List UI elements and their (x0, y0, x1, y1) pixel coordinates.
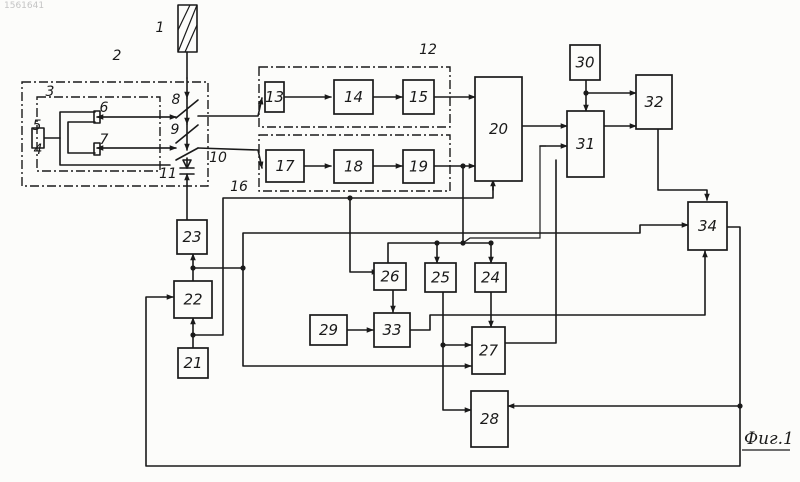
block-22: 22 (174, 281, 212, 318)
block-25: 25 (425, 263, 456, 292)
reference-numeral-2: 2 (113, 48, 122, 64)
reference-numeral-5: 5 (33, 118, 42, 134)
block-24-label: 24 (481, 269, 500, 287)
reference-numeral-9: 9 (171, 122, 180, 138)
reference-numeral-10: 10 (209, 150, 227, 166)
block-29: 29 (310, 315, 347, 345)
reference-numeral-4: 4 (34, 142, 43, 158)
reference-numeral-1: 1 (156, 20, 165, 36)
block-14: 14 (334, 80, 373, 114)
source-1 (178, 5, 197, 52)
block-21: 21 (178, 348, 208, 378)
block-30: 30 (570, 45, 600, 80)
block-32: 32 (636, 75, 672, 129)
reference-numeral-12: 12 (419, 42, 437, 58)
block-17-label: 17 (275, 157, 295, 175)
reference-numeral-7: 7 (100, 132, 109, 148)
block-33-label: 33 (382, 321, 401, 339)
block-28-label: 28 (480, 410, 499, 428)
block-34: 34 (688, 202, 727, 250)
block-23: 23 (177, 220, 207, 254)
document-number: 1561641 (4, 1, 44, 11)
block-20-label: 20 (489, 120, 508, 138)
block-27: 27 (472, 327, 505, 374)
block-19: 19 (403, 150, 434, 183)
reference-numeral-11: 11 (159, 166, 177, 182)
block-23-label: 23 (182, 228, 201, 246)
block-31: 31 (567, 111, 604, 177)
reference-numeral-3: 3 (46, 84, 55, 100)
enclosure-3 (37, 97, 160, 171)
block-24: 24 (475, 263, 506, 292)
block-26-label: 26 (380, 268, 399, 286)
block-19-label: 19 (409, 158, 428, 176)
reference-numeral-6: 6 (100, 100, 109, 116)
reference-numeral-16: 16 (230, 179, 248, 195)
block-15-label: 15 (409, 88, 428, 106)
block-22-label: 22 (183, 291, 202, 309)
block-26: 26 (374, 263, 406, 290)
block-31-label: 31 (576, 135, 595, 153)
block-18: 18 (334, 150, 373, 183)
block-30-label: 30 (575, 54, 594, 72)
block-28: 28 (471, 391, 508, 447)
block-34-label: 34 (698, 217, 717, 235)
reference-numeral-8: 8 (172, 92, 181, 108)
figure-caption: Фиг.1 (744, 429, 794, 449)
block-15: 15 (403, 80, 434, 114)
block-32-label: 32 (644, 93, 663, 111)
block-18-label: 18 (344, 158, 363, 176)
block-27-label: 27 (479, 342, 499, 360)
block-29-label: 29 (319, 321, 338, 339)
block-17: 17 (266, 150, 304, 182)
block-13: 13 (265, 82, 284, 112)
block-13-label: 13 (265, 88, 284, 106)
block-14-label: 14 (344, 88, 363, 106)
block-20: 20 (475, 77, 522, 181)
block-25-label: 25 (431, 269, 450, 287)
block-33: 33 (374, 313, 410, 347)
block-21-label: 21 (183, 354, 202, 372)
element-11 (180, 158, 194, 174)
